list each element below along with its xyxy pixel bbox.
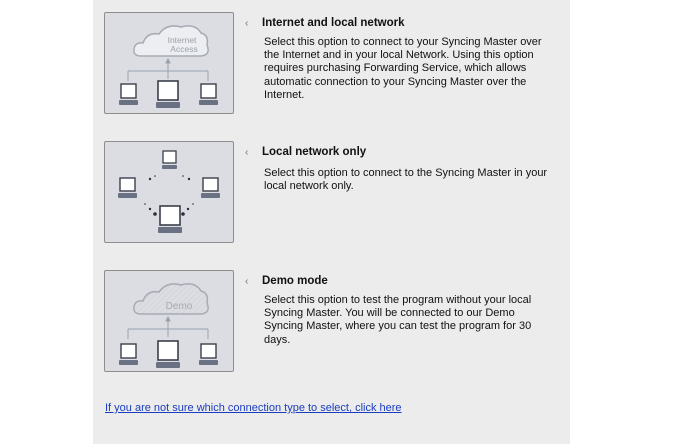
demo-mode-illustration[interactable]: Demo (104, 270, 234, 372)
bullet-icon: ‹ (245, 18, 249, 29)
cloud-icon (133, 25, 209, 57)
internet-network-illustration[interactable]: Internet Access (104, 12, 234, 114)
bullet-icon: ‹ (245, 147, 249, 158)
help-link[interactable]: If you are not sure which connection typ… (105, 402, 402, 414)
computer-icon (118, 177, 137, 198)
computer-icon (162, 150, 177, 169)
cloud-label: Demo (166, 301, 193, 312)
computer-icon (199, 343, 218, 365)
computer-icon (156, 340, 180, 368)
connection-dots-icon (144, 175, 194, 216)
computer-icon (119, 83, 138, 105)
option-title: Internet and local network (262, 17, 405, 29)
cloud-icon (133, 283, 209, 315)
cloud-label-line2: Access (170, 44, 197, 54)
cloud-label-line1: Internet (168, 35, 197, 45)
computer-icon (201, 177, 220, 198)
option-title: Demo mode (262, 275, 328, 287)
option-description: Select this option to connect to the Syn… (264, 167, 548, 193)
computer-icon (158, 205, 182, 233)
option-title: Local network only (262, 146, 367, 158)
option-description: Select this option to test the program w… (264, 294, 532, 346)
local-network-illustration[interactable] (104, 141, 234, 243)
computer-icon (119, 343, 138, 365)
option-description: Select this option to connect to your Sy… (264, 36, 542, 101)
computer-icon (199, 83, 218, 105)
bullet-icon: ‹ (245, 276, 249, 287)
computer-icon (156, 80, 180, 108)
